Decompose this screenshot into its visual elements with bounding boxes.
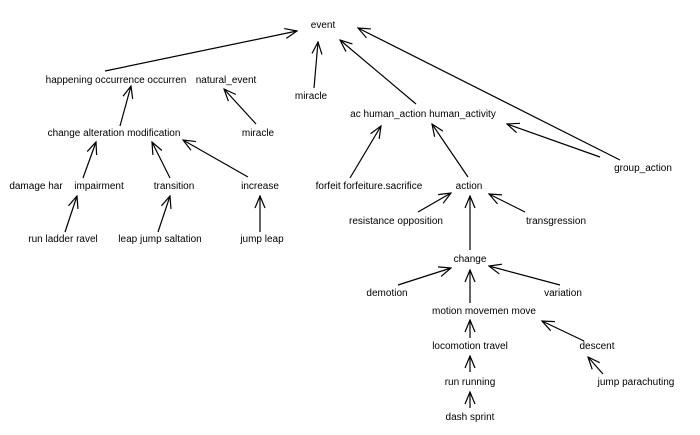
node-descent: descent (579, 341, 615, 352)
node-leap-jump: leap jump saltation (118, 234, 202, 245)
node-dash-sprint: dash sprint (445, 412, 495, 423)
edge-happening-event (104, 31, 297, 72)
edge-jump-parachuting-descent (588, 357, 604, 375)
node-damage: damage har (9, 181, 63, 192)
edge-increase-change-alt (183, 140, 249, 178)
node-natural-event: natural_event (195, 75, 257, 86)
node-variation: variation (544, 288, 582, 299)
node-transition: transition (153, 181, 195, 192)
node-impairment: impairment (74, 181, 124, 192)
edge-transition-change-alt (152, 142, 171, 179)
node-jump-leap: jump leap (240, 234, 284, 245)
edge-group-action-event (358, 28, 621, 161)
node-jump-parachuting: jump parachuting (597, 377, 675, 388)
node-forfeit: forfeit forfeiture.sacrifice (315, 181, 423, 192)
node-miracle-top: miracle (294, 91, 328, 102)
node-resistance: resistance opposition (349, 216, 443, 227)
node-event: event (310, 20, 336, 31)
edge-miracle-natural-event (224, 89, 257, 125)
edge-group-action-human-action (507, 124, 601, 158)
edge-variation-change (489, 266, 561, 286)
edge-demotion-change (397, 268, 451, 286)
edge-action-human-action (432, 124, 469, 178)
node-transgression: transgression (525, 216, 587, 227)
edge-transgression-action (489, 194, 526, 213)
edge-impairment-change-alt (82, 142, 96, 179)
node-increase: increase (241, 181, 279, 192)
edge-leap-jump-transition (157, 196, 170, 233)
node-action: action (455, 181, 483, 192)
node-human-action: ac human_action human_activity (350, 109, 496, 120)
edge-descent-motion (542, 321, 585, 342)
edge-forfeit-human-action (349, 126, 381, 179)
node-locomotion: locomotion travel (432, 341, 508, 352)
edge-run-ladder-impairment (64, 196, 77, 233)
edge-human-action-event (340, 40, 417, 105)
edge-miracle-event (314, 42, 318, 89)
node-group-action: group_action (614, 163, 672, 174)
edge-resistance-action (417, 193, 451, 213)
node-demotion: demotion (366, 288, 408, 299)
node-happening-occurrence: happening occurrence occurren (45, 75, 187, 86)
node-run-running: run running (444, 377, 496, 388)
node-miracle-left: miracle (241, 128, 275, 139)
node-motion: motion movemen move (432, 306, 536, 317)
node-run-ladder: run ladder ravel (28, 234, 98, 245)
node-change-alteration: change alteration modification (47, 128, 181, 139)
edge-change-alt-happening (119, 86, 131, 127)
node-change: change (453, 254, 487, 265)
